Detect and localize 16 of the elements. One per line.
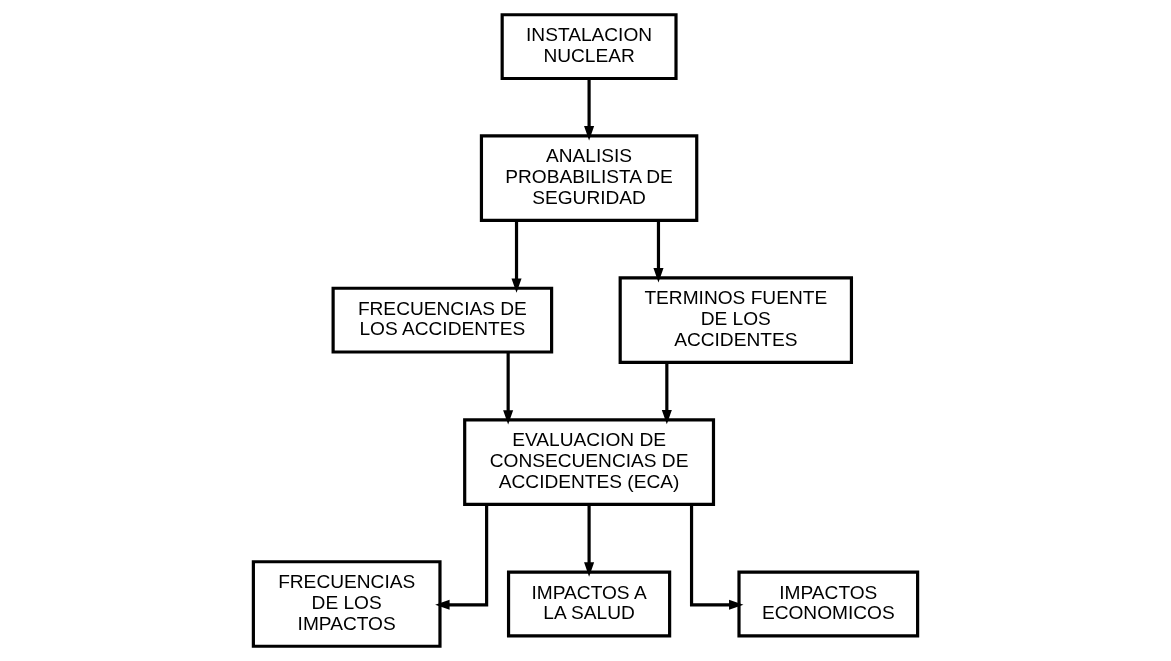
node-box: FRECUENCIAS DE LOS IMPACTOS bbox=[251, 560, 442, 648]
arrow bbox=[511, 220, 522, 293]
node-box: INSTALACION NUCLEAR bbox=[500, 13, 678, 81]
node-box: TERMINOS FUENTE DE LOS ACCIDENTES bbox=[618, 276, 854, 364]
node-box: ANALISIS PROBABILISTA DE SEGURIDAD bbox=[479, 134, 699, 223]
arrow bbox=[661, 362, 672, 425]
arrow bbox=[689, 504, 744, 610]
arrow bbox=[584, 504, 595, 577]
arrow bbox=[584, 79, 595, 141]
node-box: IMPACTOS ECONOMICOS bbox=[737, 570, 920, 638]
node-box: IMPACTOS A LA SALUD bbox=[506, 570, 672, 638]
arrow bbox=[503, 352, 514, 425]
node-box: EVALUACION DE CONSECUENCIAS DE ACCIDENTES (ECA) bbox=[463, 418, 716, 506]
arrow bbox=[435, 504, 489, 610]
node-box: FRECUENCIAS DE LOS ACCIDENTES bbox=[331, 286, 554, 354]
arrow bbox=[653, 220, 664, 283]
